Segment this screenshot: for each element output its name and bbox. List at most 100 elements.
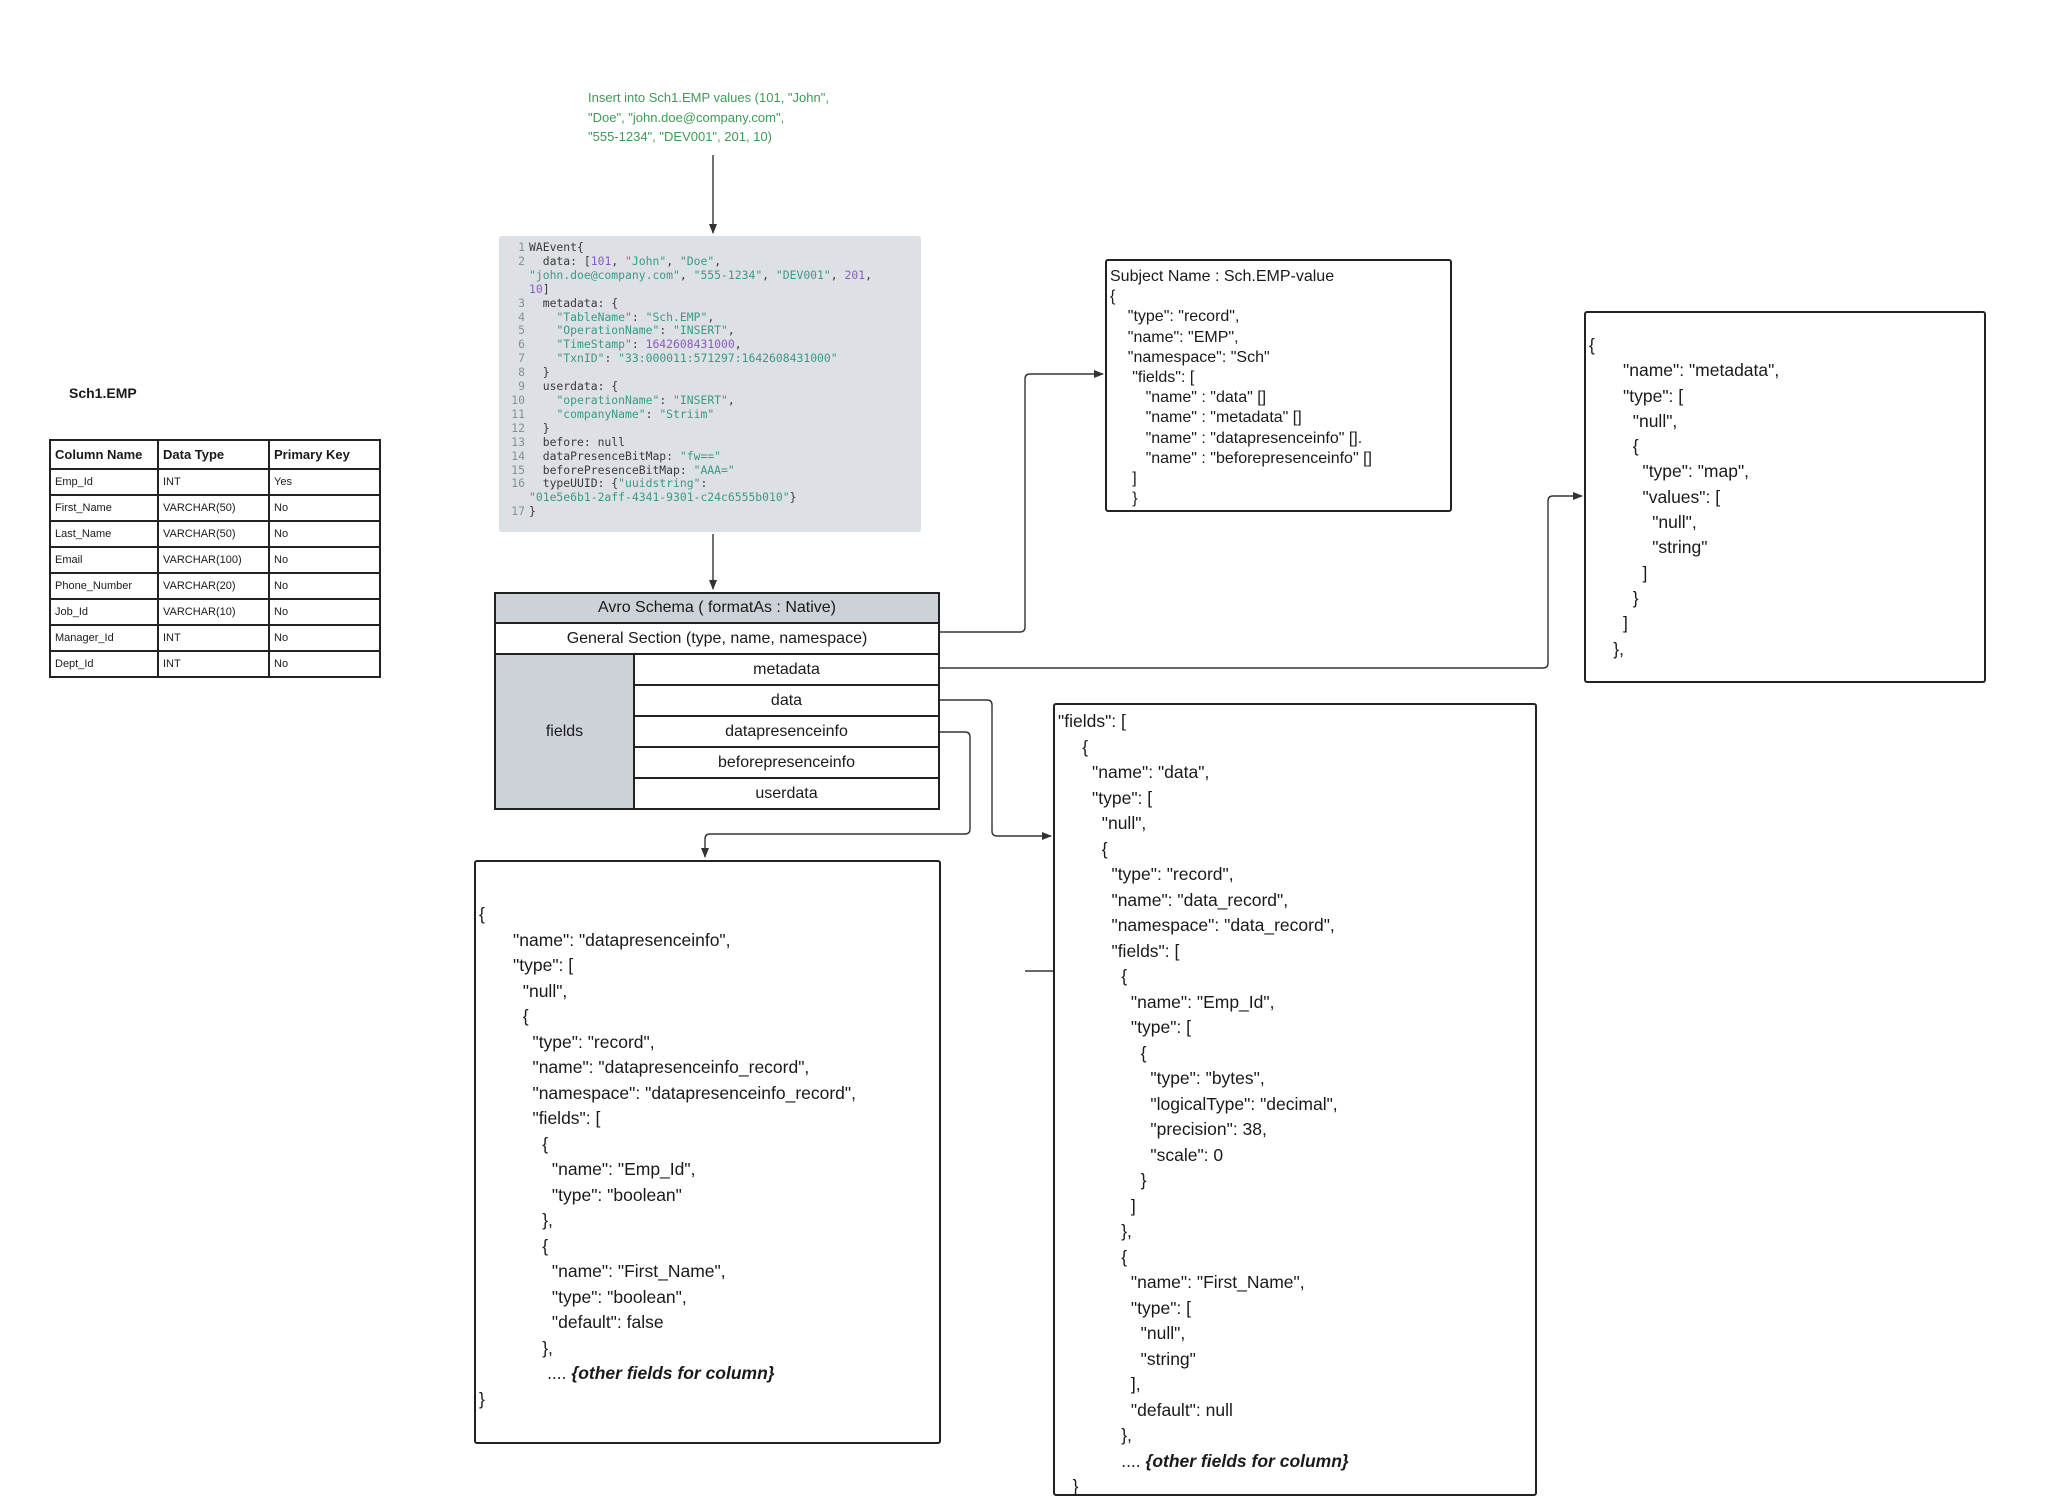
cell-primary-key: No [268,598,381,626]
cell-column-name: Dept_Id [49,650,159,678]
cell-primary-key: No [268,650,381,678]
cell-data-type: VARCHAR(50) [157,494,270,522]
code-text: metadata: { [529,295,619,310]
code-text: "operationName": "INSERT", [556,392,735,407]
field-beforepresenceinfo: beforepresenceinfo [635,748,938,779]
datapresenceinfo-schema-box: { "name": "datapresenceinfo", "type": [ … [474,860,941,1444]
metadata-schema-box: { "name": "metadata", "type": [ "null", … [1584,311,1986,683]
code-text: "TimeStamp": 1642608431000, [556,337,742,352]
code-text: "TxnID": "33:000011:571297:1642608431000… [556,351,838,366]
cell-data-type: VARCHAR(50) [157,520,270,548]
line-number [499,283,529,297]
code-text: "TableName": "Sch.EMP", [556,309,715,324]
code-line: 14 dataPresenceBitMap: "fw==" [499,448,921,464]
code-text: userdata: { [529,379,619,394]
code-line: 10 "operationName": "INSERT", [499,392,921,408]
code-line: 5 "OperationName": "INSERT", [499,323,921,338]
code-text: } [529,420,550,435]
code-text: dataPresenceBitMap: "fw==" [529,448,722,463]
line-number: 11 [511,406,525,421]
code-line: "01e5e6b1-2aff-4341-9301-c24c6555b010"} [499,490,921,505]
code-line: 8 } [499,365,921,380]
line-number: 5 [518,323,525,338]
code-line: 12 } [499,420,921,436]
datapresenceinfo-schema-text: { "name": "datapresenceinfo", "type": [ … [479,904,856,1358]
code-line: 11 "companyName": "Striim" [499,406,921,422]
general-section-row: General Section (type, name, namespace) [496,624,938,655]
code-text: data: [101, "John", "Doe", [529,253,722,268]
avro-schema-title: Avro Schema ( formatAs : Native) [496,594,938,624]
code-line: 3 metadata: { [499,295,921,311]
line-number: 16 [511,476,525,491]
line-number: 3 [518,295,525,310]
data-fields-schema-box: "fields": [ { "name": "data", "type": [ … [1053,703,1537,1496]
cell-primary-key: Yes [268,468,381,496]
line-number: 9 [518,379,525,394]
insert-statement: Insert into Sch1.EMP values (101, "John"… [588,90,829,144]
line-number: 7 [518,351,525,366]
code-line: 15 beforePresenceBitMap: "AAA=" [499,462,921,478]
cell-data-type: VARCHAR(100) [157,546,270,574]
code-text: before: null [529,434,626,449]
table-title: Sch1.EMP [69,385,137,401]
code-text: WAEvent{ [529,240,584,254]
line-number: 15 [511,462,525,477]
cell-primary-key: No [268,546,381,574]
line-number: 8 [518,365,525,380]
header-column-name: Column Name [49,439,159,470]
subject-schema-box: Subject Name : Sch.EMP-value { "type": "… [1105,259,1452,512]
cell-data-type: VARCHAR(20) [157,572,270,600]
line-number [499,491,529,505]
code-line: "john.doe@company.com", "555-1234", "DEV… [499,267,921,283]
code-text: typeUUID: {"uuidstring": [529,476,708,491]
code-text: "OperationName": "INSERT", [556,323,735,338]
line-number: 17 [511,504,525,519]
cell-column-name: Last_Name [49,520,159,548]
ellipsis-prefix: .... [1058,1450,1146,1471]
field-datapresenceinfo: datapresenceinfo [635,717,938,748]
ellipsis-prefix: .... [479,1363,572,1383]
arrow-metadata-to-box [940,492,1583,669]
source-table: Column Name Data Type Primary Key Emp_Id… [49,439,381,678]
line-number: 13 [511,434,525,449]
cell-data-type: INT [157,468,270,496]
code-line: 4 "TableName": "Sch.EMP", [499,309,921,325]
cell-primary-key: No [268,520,381,548]
line-number: 4 [518,309,525,324]
code-line: 10] [499,281,921,297]
cell-data-type: INT [157,650,270,678]
code-text: } [529,365,550,380]
avro-schema-table: Avro Schema ( formatAs : Native) General… [494,592,940,810]
code-text: "john.doe@company.com", "555-1234", "DEV… [529,267,872,282]
line-number: 2 [518,253,525,268]
cell-data-type: VARCHAR(10) [157,598,270,626]
line-number: 12 [511,420,525,435]
other-fields-note: {other fields for column} [571,1363,775,1383]
code-line: 13 before: null [499,434,921,450]
cell-column-name: Email [49,546,159,574]
code-text: 10] [529,281,550,296]
cell-column-name: First_Name [49,494,159,522]
closing-brace: } [479,1388,485,1409]
line-number [499,269,529,283]
code-line: 2 data: [101, "John", "Doe", [499,253,921,269]
code-line: 9 userdata: { [499,379,921,394]
line-number: 1 [518,240,525,254]
code-line: 16 typeUUID: {"uuidstring": [499,476,921,491]
code-text: "01e5e6b1-2aff-4341-9301-c24c6555b010"} [529,490,797,505]
field-userdata: userdata [755,785,818,802]
code-text: "companyName": "Striim" [556,406,715,421]
arrow-data-to-fields [940,699,1052,840]
cell-primary-key: No [268,624,381,652]
cell-data-type: INT [157,624,270,652]
code-text: beforePresenceBitMap: "AAA=" [529,462,735,477]
arrow-general-to-subject [940,370,1104,633]
cell-primary-key: No [268,572,381,600]
line-number: 14 [511,448,525,463]
